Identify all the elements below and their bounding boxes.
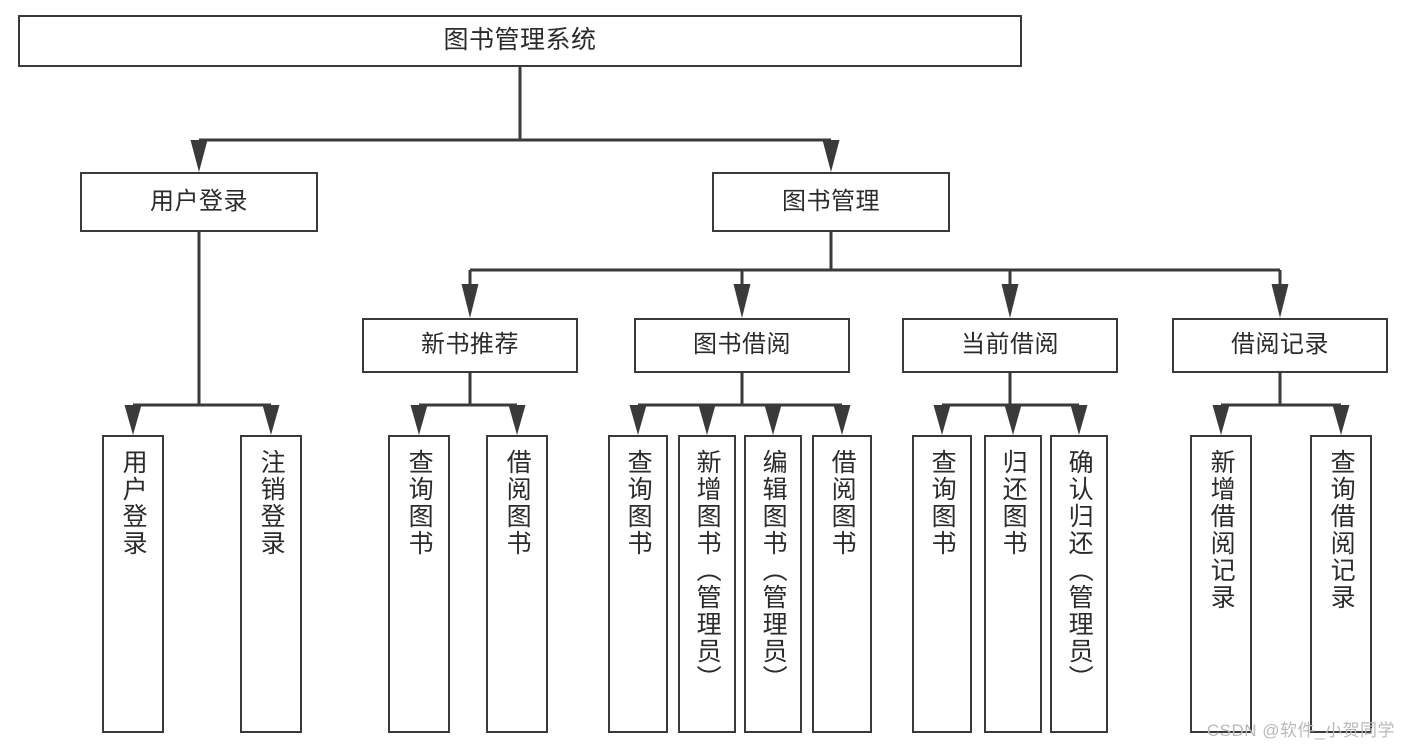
node-leaf-add-book[interactable]: 新增图书（管理员） [678,435,736,733]
node-label-leaf-return-book: 归还图书 [999,449,1028,557]
conn-user-login-arrow-leaf-user-logout-head [262,405,280,435]
node-leaf-return-book[interactable]: 归还图书 [984,435,1042,733]
conn-new-book-rec-arrow-leaf-query-book-rec-head [410,405,428,435]
node-label-leaf-edit-book: 编辑图书（管理员） [759,449,788,692]
node-label-leaf-add-book: 新增图书（管理员） [693,449,722,692]
node-label-book-borrow: 图书借阅 [693,331,791,359]
node-label-leaf-borrow-book-rec: 借阅图书 [503,449,532,557]
node-root[interactable]: 图书管理系统 [18,15,1022,67]
conn-new-book-rec-arrow-leaf-borrow-book-rec-head [508,405,526,435]
node-label-leaf-user-logout: 注销登录 [257,449,286,557]
node-leaf-user-logout[interactable]: 注销登录 [240,435,302,733]
node-leaf-confirm-return[interactable]: 确认归还（管理员） [1050,435,1108,733]
node-label-current-borrow: 当前借阅 [961,331,1059,359]
node-label-book-manage: 图书管理 [782,187,880,215]
node-label-root: 图书管理系统 [443,26,597,55]
conn-current-borrow-arrow-leaf-return-book-head [1004,405,1022,435]
conn-book-borrow-arrow-leaf-query-book-head [629,405,647,435]
node-label-leaf-query-record: 查询借阅记录 [1327,449,1356,611]
conn-user-login-arrow-leaf-user-login-head [124,405,142,435]
conn-book-borrow-arrow-leaf-edit-book-head [764,405,782,435]
node-label-leaf-query-book: 查询图书 [624,449,653,557]
node-book-manage[interactable]: 图书管理 [712,172,950,232]
connector-layer [124,67,1350,435]
node-leaf-query-book-cur[interactable]: 查询图书 [912,435,972,733]
node-leaf-user-login[interactable]: 用户登录 [102,435,164,733]
node-user-login[interactable]: 用户登录 [80,172,318,232]
node-label-leaf-borrow-book: 借阅图书 [828,449,857,557]
node-leaf-add-record[interactable]: 新增借阅记录 [1190,435,1252,733]
node-label-leaf-query-book-cur: 查询图书 [928,449,957,557]
node-borrow-record[interactable]: 借阅记录 [1172,318,1388,373]
conn-root-arrow-book-manage-head [822,140,840,172]
node-label-leaf-confirm-return: 确认归还（管理员） [1065,449,1094,692]
conn-book-manage-arrow-book-borrow-head [733,284,751,318]
conn-book-manage-arrow-current-borrow-head [1001,284,1019,318]
conn-borrow-record-arrow-leaf-query-record-head [1332,405,1350,435]
node-new-book-rec[interactable]: 新书推荐 [362,318,578,373]
conn-current-borrow-arrow-leaf-query-book-cur-head [933,405,951,435]
conn-root-arrow-user-login-head [190,140,208,172]
node-leaf-edit-book[interactable]: 编辑图书（管理员） [744,435,802,733]
conn-book-borrow-arrow-leaf-add-book-head [698,405,716,435]
node-label-borrow-record: 借阅记录 [1231,331,1329,359]
conn-current-borrow-arrow-leaf-confirm-return-head [1070,405,1088,435]
node-leaf-query-book-rec[interactable]: 查询图书 [388,435,450,733]
node-label-leaf-query-book-rec: 查询图书 [405,449,434,557]
node-leaf-borrow-book[interactable]: 借阅图书 [812,435,872,733]
conn-book-manage-arrow-borrow-record-head [1271,284,1289,318]
node-label-user-login: 用户登录 [150,187,248,215]
node-leaf-query-record[interactable]: 查询借阅记录 [1310,435,1372,733]
node-leaf-borrow-book-rec[interactable]: 借阅图书 [486,435,548,733]
node-label-leaf-add-record: 新增借阅记录 [1207,449,1236,611]
conn-borrow-record-arrow-leaf-add-record-head [1212,405,1230,435]
node-leaf-query-book[interactable]: 查询图书 [608,435,668,733]
node-book-borrow[interactable]: 图书借阅 [634,318,850,373]
node-label-new-book-rec: 新书推荐 [421,331,519,359]
node-current-borrow[interactable]: 当前借阅 [902,318,1118,373]
conn-book-manage-arrow-new-book-rec-head [461,284,479,318]
conn-book-borrow-arrow-leaf-borrow-book-head [833,405,851,435]
node-label-leaf-user-login: 用户登录 [119,449,148,557]
